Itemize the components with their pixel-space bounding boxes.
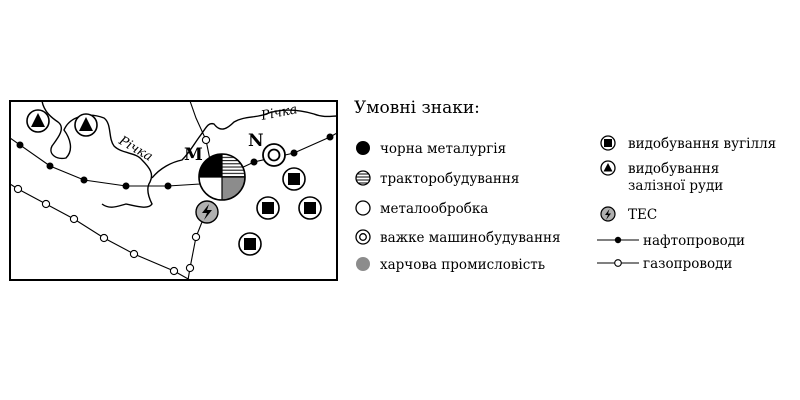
river-label-right: Річка — [259, 102, 299, 124]
coal-square-icon — [600, 135, 616, 151]
oil-node — [16, 141, 24, 149]
gas-node — [13, 184, 23, 194]
ore-triangle-icon — [600, 160, 616, 176]
gas-pipeline-branch-south — [187, 211, 207, 280]
gas-node — [185, 263, 195, 273]
black-circle-icon — [356, 141, 370, 155]
oil-node — [164, 182, 172, 190]
legend-label-gas: газопроводи — [643, 256, 732, 272]
map-frame — [9, 100, 338, 281]
coal-square-icon — [256, 196, 280, 220]
gas-node — [99, 233, 109, 243]
oil-node — [122, 182, 130, 190]
pie-ferrous-metallurgy — [199, 154, 222, 177]
gas-node — [191, 232, 201, 242]
legend: Умовні знаки: чорна металургія трактороб… — [354, 98, 776, 273]
gas-node — [129, 249, 139, 259]
ore-triangle-icon — [26, 109, 50, 133]
pie-food-industry — [222, 177, 245, 200]
gas-node — [41, 199, 51, 209]
map-panel: Річка Річка M N — [9, 100, 338, 281]
legend-title: Умовні знаки: — [354, 98, 480, 118]
legend-label-tractor: тракторобудування — [380, 171, 519, 187]
lightning-icon — [600, 206, 616, 222]
gray-circle-icon — [356, 257, 370, 271]
tes-lightning-icon — [195, 200, 219, 224]
oil-node — [80, 176, 88, 184]
legend-label-ore-line1: видобування — [628, 161, 719, 177]
gas-pipeline-icon — [597, 259, 639, 267]
legend-label-food: харчова промисловість — [380, 257, 545, 273]
city-m-industry-pie — [198, 153, 246, 201]
gas-node — [69, 214, 79, 224]
oil-node — [326, 133, 334, 141]
legend-label-tes: ТЕС — [628, 207, 657, 223]
legend-label-ferrous: чорна металургія — [380, 141, 506, 157]
striped-circle-icon — [355, 170, 371, 186]
coal-square-icon — [298, 196, 322, 220]
legend-label-coal: видобування вугілля — [628, 136, 776, 152]
legend-label-heavy-machinery: важке машинобудування — [380, 230, 561, 246]
oil-node — [46, 162, 54, 170]
pie-tractor-building — [222, 154, 245, 177]
coal-square-icon — [282, 167, 306, 191]
gas-pipeline-nodes — [13, 135, 211, 276]
city-label-n: N — [248, 131, 264, 151]
ore-triangle-icon — [74, 113, 98, 137]
oil-node — [250, 158, 258, 166]
white-circle-icon — [355, 200, 371, 216]
legend-label-metalworking: металообробка — [380, 201, 488, 217]
double-circle-icon — [355, 229, 371, 245]
oil-pipeline-nodes — [16, 133, 334, 190]
pie-metalworking — [199, 177, 222, 200]
heavy-machinery-icon — [262, 143, 286, 167]
gas-pipeline — [10, 183, 191, 280]
gas-node — [201, 135, 211, 145]
coal-square-icon — [238, 232, 262, 256]
river-right — [151, 109, 337, 179]
oil-node — [290, 149, 298, 157]
river-left — [41, 101, 153, 208]
city-label-m: M — [184, 145, 203, 165]
legend-label-oil: нафтопроводи — [643, 233, 745, 249]
oil-pipeline-icon — [597, 236, 639, 244]
gas-pipeline-branch — [189, 101, 211, 161]
gas-node — [169, 266, 179, 276]
legend-label-ore-line2: залізної руди — [628, 178, 723, 194]
